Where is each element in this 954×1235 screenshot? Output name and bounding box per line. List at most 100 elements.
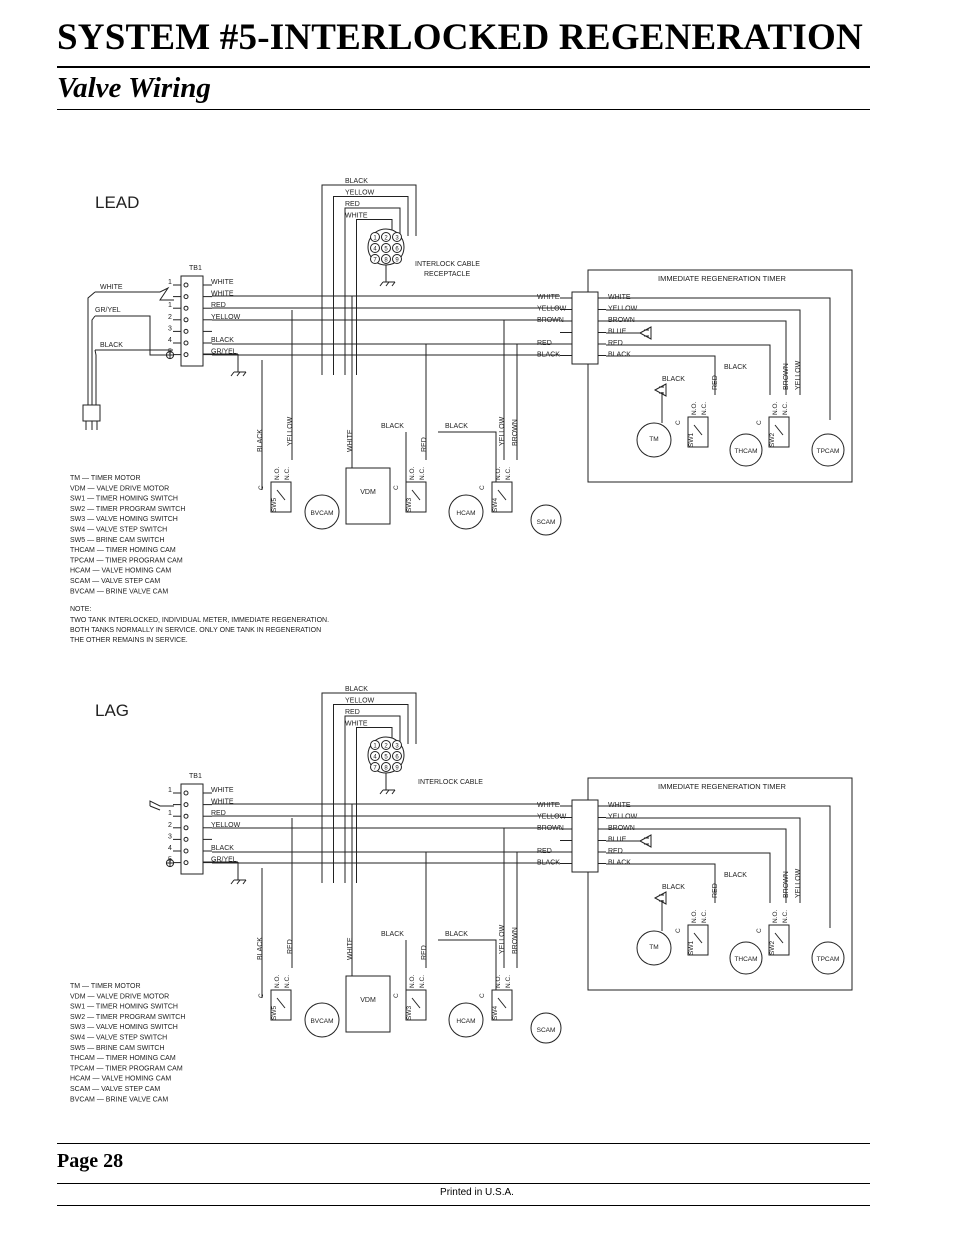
thcam-label: THCAM	[734, 448, 757, 455]
tb-right-label: WHITE	[211, 787, 234, 794]
ground-symbol	[236, 371, 241, 377]
legend-entry: THCAM — TIMER HOMING CAM	[70, 547, 176, 554]
sw5-nc-label: N.C.	[284, 975, 291, 988]
cable-color-label: WHITE	[345, 721, 368, 728]
hcam-label: HCAM	[456, 1018, 475, 1025]
connector-pin-number: 9	[395, 766, 399, 772]
sw2-switch-body	[768, 924, 790, 956]
connector-pin	[392, 243, 402, 253]
connector-pin-number: 5	[384, 247, 388, 253]
footer-rule-top	[57, 1143, 870, 1144]
input-white-label: WHITE	[100, 284, 123, 291]
tb-right-label: BLACK	[211, 337, 234, 344]
connector-pin	[381, 243, 391, 253]
terminal-screw	[183, 790, 189, 796]
terminal-screw	[183, 860, 189, 866]
sw4-switch-contact	[497, 489, 507, 501]
thcam-cam	[729, 941, 763, 975]
sw2-switch-contact	[774, 932, 784, 944]
timer-right-label: BLUE	[608, 329, 627, 336]
timer-left-label: WHITE	[537, 294, 560, 301]
interlock-wire-black	[321, 184, 417, 375]
terminal-screw	[183, 328, 189, 334]
sw4-black-label: BLACK	[445, 931, 468, 938]
tm-label: TM	[649, 436, 658, 443]
cable-color-label: WHITE	[345, 213, 368, 220]
sw5-wire-label: RED	[287, 939, 294, 954]
sw3-c-label: C	[393, 485, 400, 490]
legend-entry: SW4 — VALVE STEP SWITCH	[70, 1035, 167, 1042]
sw3-switch-contact	[411, 997, 421, 1009]
sw2-c-label: C	[756, 420, 763, 425]
terminal-screw	[183, 340, 189, 346]
wire-black-loop	[438, 939, 497, 998]
sw1-c-label: C	[675, 420, 682, 425]
timer-title: IMMEDIATE REGENERATION TIMER	[658, 782, 787, 791]
sw3-switch-body	[405, 989, 427, 1021]
vdm-white-label: WHITE	[347, 937, 354, 960]
sw4-switch-contact	[497, 997, 507, 1009]
tb-right-label: GR/YEL	[211, 349, 237, 356]
connector-pin	[370, 232, 380, 242]
connector-pin	[370, 254, 380, 264]
legend-entry: SW3 — VALVE HOMING SWITCH	[70, 516, 178, 523]
connector-pin	[392, 740, 402, 750]
timer-black-label: BLACK	[724, 872, 747, 879]
sw4-nc-label: N.C.	[505, 975, 512, 988]
legend-entry: SW4 — VALVE STEP SWITCH	[70, 527, 167, 534]
tpcam-label: TPCAM	[817, 956, 840, 963]
legend-entry: SW5 — BRINE CAM SWITCH	[70, 1045, 165, 1052]
timer-brown	[606, 828, 787, 903]
interlock-receptacle-label: RECEPTACLE	[424, 271, 470, 278]
tb-right-label: WHITE	[211, 291, 234, 298]
legend-entry: SW2 — TIMER PROGRAM SWITCH	[70, 506, 185, 513]
connector-pin-number: 6	[395, 755, 399, 761]
tb-right-label: BLACK	[211, 845, 234, 852]
terminal-screw	[183, 813, 189, 819]
sw1-no-label: N.O.	[691, 909, 698, 923]
sw5-wire-label: YELLOW	[287, 416, 294, 446]
ground-symbol	[242, 879, 247, 885]
legend-entry: SW2 — TIMER PROGRAM SWITCH	[70, 1014, 185, 1021]
sw4-black-label: BLACK	[445, 423, 468, 430]
sw4-label: SW4	[492, 1006, 499, 1020]
sw4-yellow-label: YELLOW	[499, 416, 506, 446]
tb-right-label: WHITE	[211, 799, 234, 806]
immediate-regeneration-timer-box	[587, 269, 853, 483]
timer-black-label: BLACK	[724, 364, 747, 371]
cable-color-label: RED	[345, 709, 360, 716]
sw3-black-label: BLACK	[381, 423, 404, 430]
timer-white	[606, 805, 831, 928]
legend-entry: TM — TIMER MOTOR	[70, 475, 141, 482]
legend-entry: SCAM — VALVE STEP CAM	[70, 1086, 160, 1093]
hcam-cam	[448, 1002, 484, 1038]
legend-entry: SCAM — VALVE STEP CAM	[70, 578, 160, 585]
connector-pin-number: 1	[373, 236, 377, 242]
timer-black	[606, 863, 716, 903]
sw3-nc-label: N.C.	[419, 975, 426, 988]
sw3-label: SW3	[406, 1006, 413, 1020]
timer-right-label: YELLOW	[608, 814, 638, 821]
terminal-screw	[183, 352, 189, 358]
title-rule	[57, 66, 870, 68]
sw1-switch-body	[687, 924, 709, 956]
line-cord-jacket	[94, 349, 97, 405]
timer-right-label: BLACK	[608, 352, 631, 359]
sw3-red-label: RED	[421, 945, 428, 960]
tpcam-cam	[811, 941, 845, 975]
legend-entry: VDM — VALVE DRIVE MOTOR	[70, 485, 169, 492]
tb-number: 1	[168, 302, 172, 309]
connector-pin-number: 3	[395, 744, 399, 750]
timer-right-label: YELLOW	[608, 306, 638, 313]
scam-label: SCAM	[537, 1027, 556, 1034]
sw3-switch-body	[405, 481, 427, 513]
timer-black	[606, 355, 716, 395]
legend-entry: HCAM — VALVE HOMING CAM	[70, 1076, 171, 1083]
vdm-valve-drive-motor	[345, 467, 391, 525]
line-cord-jacket	[91, 315, 96, 405]
ground-symbol	[242, 371, 247, 377]
timer-yellow	[606, 309, 801, 395]
cable-stub	[149, 805, 161, 811]
